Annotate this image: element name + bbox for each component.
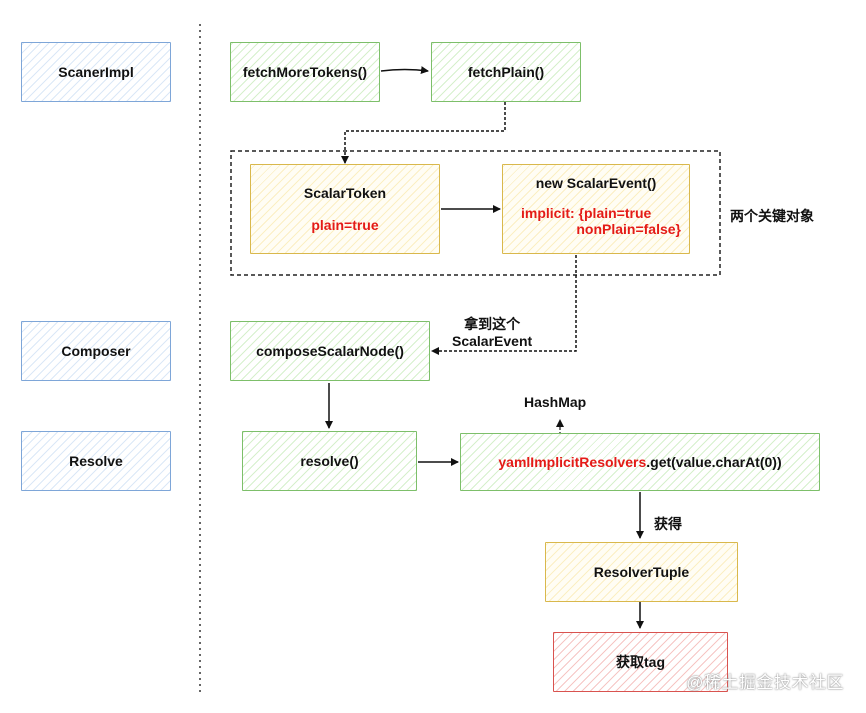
node-resolve-call-label: resolve() — [300, 453, 359, 469]
watermark: @稀土掘金技术社区 — [686, 673, 844, 692]
node-composescalarnode: composeScalarNode() — [230, 321, 430, 381]
lane-resolve: Resolve — [21, 431, 171, 491]
get-event-line2: ScalarEvent — [452, 333, 533, 349]
node-fetchplain-label: fetchPlain() — [467, 64, 545, 80]
node-resolvers-call: .get(value.charAt(0)) — [646, 454, 782, 470]
get-event-annotation: 拿到这个 ScalarEvent — [452, 316, 532, 350]
node-resolve-call: resolve() — [242, 431, 417, 491]
node-resolvers-name: yamlImplicitResolvers — [498, 454, 647, 470]
node-fetchplain: fetchPlain() — [431, 42, 581, 102]
node-resolvers-get: yamlImplicitResolvers.get(value.charAt(0… — [460, 433, 820, 491]
node-gettag-label: 获取tag — [616, 654, 665, 670]
node-scalartoken-title: ScalarToken — [303, 185, 387, 201]
node-scalarevent-prop2: nonPlain=false} — [576, 221, 681, 237]
node-fetchmoretokens-label: fetchMoreTokens() — [242, 64, 368, 80]
lane-composer: Composer — [21, 321, 171, 381]
arrow-fetchmore-to-fetchplain — [380, 66, 429, 75]
node-scalarevent-prop1: implicit: {plain=true — [521, 205, 652, 221]
arrow-fetchplain-to-scalartoken — [341, 102, 506, 164]
key-objects-label: 两个关键对象 — [730, 208, 814, 224]
obtain-label: 获得 — [654, 516, 682, 532]
node-resolvertuple: ResolverTuple — [545, 542, 738, 602]
node-resolvertuple-label: ResolverTuple — [593, 564, 690, 580]
node-scalarevent-title: new ScalarEvent() — [535, 175, 657, 191]
lane-resolve-label: Resolve — [69, 453, 123, 469]
lane-composer-label: Composer — [61, 343, 131, 359]
arrow-scalarevent-to-compose — [431, 255, 577, 355]
node-composescalarnode-label: composeScalarNode() — [256, 343, 404, 359]
lane-scanerimpl-label: ScanerImpl — [58, 64, 134, 80]
hashmap-label: HashMap — [524, 394, 587, 410]
get-event-line1: 拿到这个 — [464, 316, 521, 332]
node-scalartoken-prop: plain=true — [311, 217, 379, 233]
node-gettag: 获取tag — [553, 632, 728, 692]
node-fetchmoretokens: fetchMoreTokens() — [230, 42, 380, 102]
node-scalartoken: ScalarToken plain=true — [250, 164, 440, 254]
key-objects-group — [230, 150, 721, 276]
node-scalarevent: new ScalarEvent() implicit: {plain=true … — [502, 164, 690, 254]
lane-scanerimpl: ScanerImpl — [21, 42, 171, 102]
